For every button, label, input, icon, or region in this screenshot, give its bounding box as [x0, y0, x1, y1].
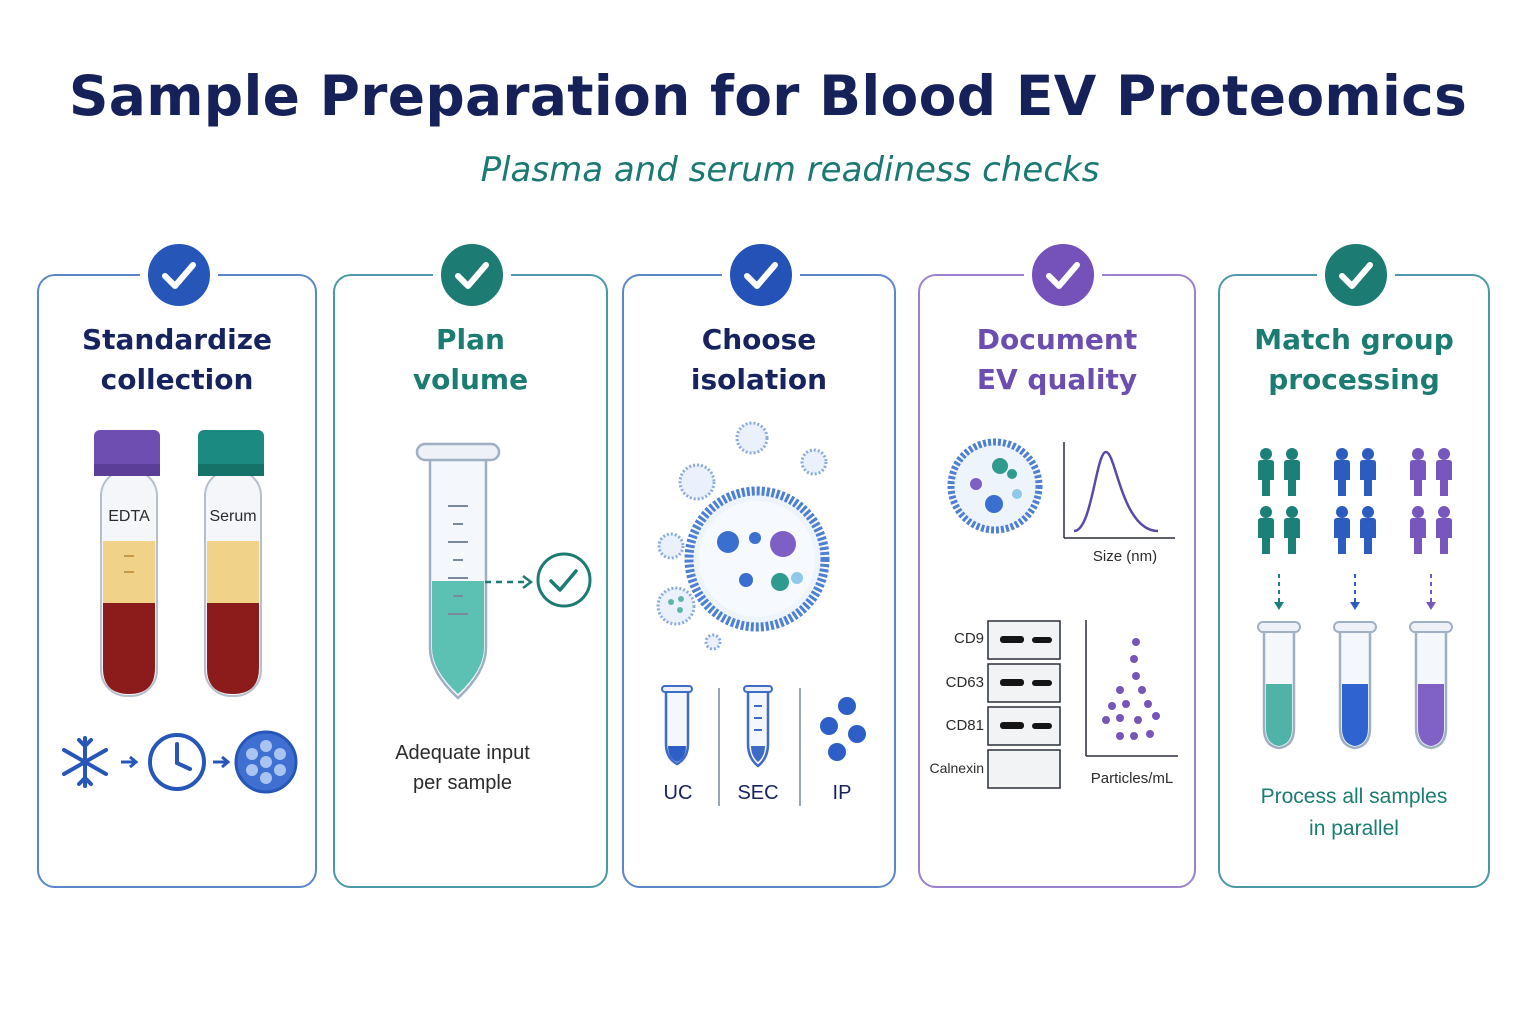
tube-icon: [1409, 621, 1453, 750]
beads-icon: [820, 697, 866, 761]
column-icon: [743, 685, 773, 768]
arrow-down-icon: [1278, 574, 1432, 606]
page-title: Sample Preparation for Blood EV Proteomi…: [68, 64, 1468, 128]
page-subtitle: Plasma and serum readiness checks: [480, 150, 1100, 190]
isolation-illustration: [656, 421, 866, 806]
particles-axis-label: Particles/mL: [1090, 770, 1174, 787]
size-axis-label: Size (nm): [1092, 548, 1158, 565]
tube-icon: [661, 685, 693, 766]
check-icon: [140, 236, 218, 314]
card-standardize-collection: Standardize collection: [37, 236, 317, 888]
tube-icon: [1333, 621, 1377, 750]
method-sec-label: SEC: [737, 782, 779, 804]
check-icon: [1024, 236, 1102, 314]
marker-cd9-label: CD9: [953, 630, 984, 647]
people-group-icon: [1410, 448, 1452, 554]
check-icon: [722, 236, 800, 314]
marker-calnexin-label: Calnexin: [929, 760, 984, 776]
vesicle-icon: [684, 486, 830, 632]
edta-tube-icon: [94, 430, 160, 697]
card-title: Match group processing: [1254, 323, 1454, 396]
method-ip-label: IP: [832, 782, 852, 804]
caption: Process all samples in parallel: [1260, 785, 1448, 840]
serum-label: Serum: [209, 508, 257, 525]
card-match-group-processing: Match group processing: [1218, 236, 1490, 888]
clock-icon: [148, 733, 206, 791]
graduated-tube-icon: [415, 442, 501, 700]
caption: Adequate input per sample: [395, 742, 530, 794]
card-title: Choose isolation: [690, 323, 828, 396]
check-icon: [433, 236, 511, 314]
serum-tube-icon: [198, 430, 264, 697]
western-blot-icon: [987, 620, 1061, 789]
card-plan-volume: Plan volume Adequate input per sam: [333, 236, 608, 888]
people-group-icon: [1334, 448, 1376, 554]
check-icon: [1317, 236, 1395, 314]
tube-icon: [1257, 621, 1301, 750]
vesicle-icon: [947, 438, 1043, 534]
marker-cd81-label: CD81: [945, 717, 984, 734]
ev-quality-illustration: [947, 438, 1178, 789]
edta-label: EDTA: [108, 508, 150, 525]
group-processing-illustration: [1257, 448, 1453, 750]
card-title: Standardize collection: [81, 323, 273, 396]
card-document-ev-quality: Document EV quality: [918, 236, 1196, 888]
snowflake-icon: [62, 736, 108, 788]
method-uc-label: UC: [663, 782, 693, 804]
scatter-icon: [1085, 620, 1178, 757]
card-title: Document EV quality: [976, 323, 1138, 396]
check-circle-icon: [536, 552, 592, 608]
volume-tube-illustration: [415, 442, 592, 700]
card-choose-isolation: Choose isolation: [622, 236, 896, 888]
size-distribution-icon: [1063, 442, 1175, 539]
card-title: Plan volume: [412, 323, 529, 396]
blood-tubes-illustration: [62, 430, 298, 794]
people-group-icon: [1258, 448, 1300, 554]
marker-cd63-label: CD63: [945, 674, 984, 691]
sample-plate-icon: [234, 730, 298, 794]
